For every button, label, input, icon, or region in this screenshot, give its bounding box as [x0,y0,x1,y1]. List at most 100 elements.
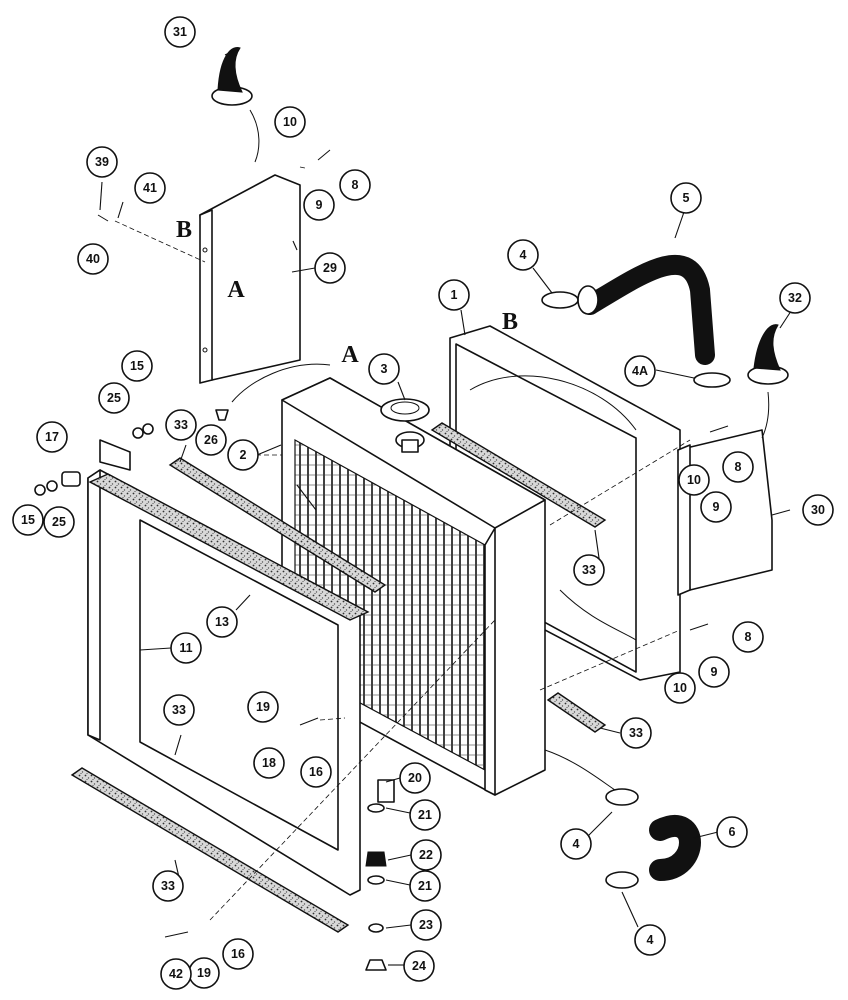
svg-text:17: 17 [45,430,59,444]
callout-33-bottom-left: 33 [152,870,184,902]
svg-text:39: 39 [95,155,109,169]
callout-4-upper: 4 [507,239,539,271]
svg-text:23: 23 [419,918,433,932]
callout-41: 41 [134,172,166,204]
callout-10-top: 10 [274,106,306,138]
callout-32: 32 [779,282,811,314]
svg-text:4: 4 [647,933,654,947]
callout-15-left: 15 [12,504,44,536]
callout-18: 18 [253,747,285,779]
callout-23: 23 [410,909,442,941]
svg-text:9: 9 [711,665,718,679]
svg-text:13: 13 [215,615,229,629]
view-letter-a-left: A [227,277,245,303]
view-letter-b-right: B [502,309,518,335]
callout-9-lower: 9 [698,656,730,688]
tie-wraps [211,47,789,439]
callout-33-right: 33 [573,554,605,586]
svg-text:9: 9 [713,500,720,514]
view-letter-b-left: B [176,217,192,243]
svg-text:10: 10 [283,115,297,129]
svg-text:26: 26 [204,433,218,447]
callout-15-top: 15 [121,350,153,382]
callout-8-top: 8 [339,169,371,201]
callout-21-upper: 21 [409,799,441,831]
svg-text:10: 10 [687,473,701,487]
fasteners [34,149,729,971]
svg-text:3: 3 [381,362,388,376]
callout-11: 11 [170,632,202,664]
callout-40: 40 [77,243,109,275]
hose-clamps [541,291,731,889]
lower-hose [649,815,701,881]
svg-text:32: 32 [788,291,802,305]
svg-text:5: 5 [683,191,690,205]
callout-5: 5 [670,182,702,214]
view-letter-a-right: A [341,342,359,368]
callout-19-mid: 19 [247,691,279,723]
callout-26: 26 [195,424,227,456]
svg-text:42: 42 [169,967,183,981]
svg-text:10: 10 [673,681,687,695]
svg-text:8: 8 [745,630,752,644]
callout-16-mid: 16 [300,756,332,788]
svg-text:24: 24 [412,959,426,973]
svg-text:33: 33 [161,879,175,893]
callout-21-lower: 21 [409,870,441,902]
callout-24: 24 [403,950,435,982]
callout-9-right: 9 [700,491,732,523]
callout-33-top-left: 33 [165,409,197,441]
svg-text:2: 2 [240,448,247,462]
svg-text:4A: 4A [632,364,648,378]
svg-text:4: 4 [520,248,527,262]
svg-text:31: 31 [173,25,187,39]
callout-9-top: 9 [303,189,335,221]
callout-25-top: 25 [98,382,130,414]
svg-text:15: 15 [130,359,144,373]
svg-text:19: 19 [256,700,270,714]
svg-text:21: 21 [418,879,432,893]
callout-17: 17 [36,421,68,453]
svg-text:33: 33 [172,703,186,717]
alignment-lines [114,166,691,921]
callout-13: 13 [206,606,238,638]
svg-text:30: 30 [811,503,825,517]
svg-text:19: 19 [197,966,211,980]
callout-8-right: 8 [722,451,754,483]
svg-text:6: 6 [729,825,736,839]
baffle-top [199,174,301,384]
svg-text:25: 25 [107,391,121,405]
callout-20: 20 [399,762,431,794]
callout-8-lower: 8 [732,621,764,653]
radiator-cap [380,398,430,453]
svg-text:16: 16 [231,947,245,961]
svg-text:4: 4 [573,837,580,851]
callout-39: 39 [86,146,118,178]
svg-text:18: 18 [262,756,276,770]
callout-4-lower-left: 4 [560,828,592,860]
svg-text:1: 1 [451,288,458,302]
svg-text:22: 22 [419,848,433,862]
callout-4a: 4A [624,355,656,387]
front-frame [87,439,370,896]
svg-text:15: 15 [21,513,35,527]
callout-25-left: 25 [43,506,75,538]
callout-22: 22 [410,839,442,871]
svg-text:16: 16 [309,765,323,779]
callout-10-lower: 10 [664,672,696,704]
callout-3: 3 [368,353,400,385]
svg-text:8: 8 [735,460,742,474]
svg-text:21: 21 [418,808,432,822]
svg-text:8: 8 [352,178,359,192]
svg-text:9: 9 [316,198,323,212]
callout-2: 2 [227,439,259,471]
upper-hose [577,254,715,365]
svg-text:33: 33 [582,563,596,577]
callout-10-right: 10 [678,464,710,496]
callout-30: 30 [802,494,834,526]
callout-19-bottom: 19 [188,957,220,989]
svg-text:20: 20 [408,771,422,785]
svg-text:33: 33 [174,418,188,432]
callouts: 1 2 3 4 4 4 4A 5 6 8 8 8 9 9 9 10 10 10 … [12,16,834,990]
